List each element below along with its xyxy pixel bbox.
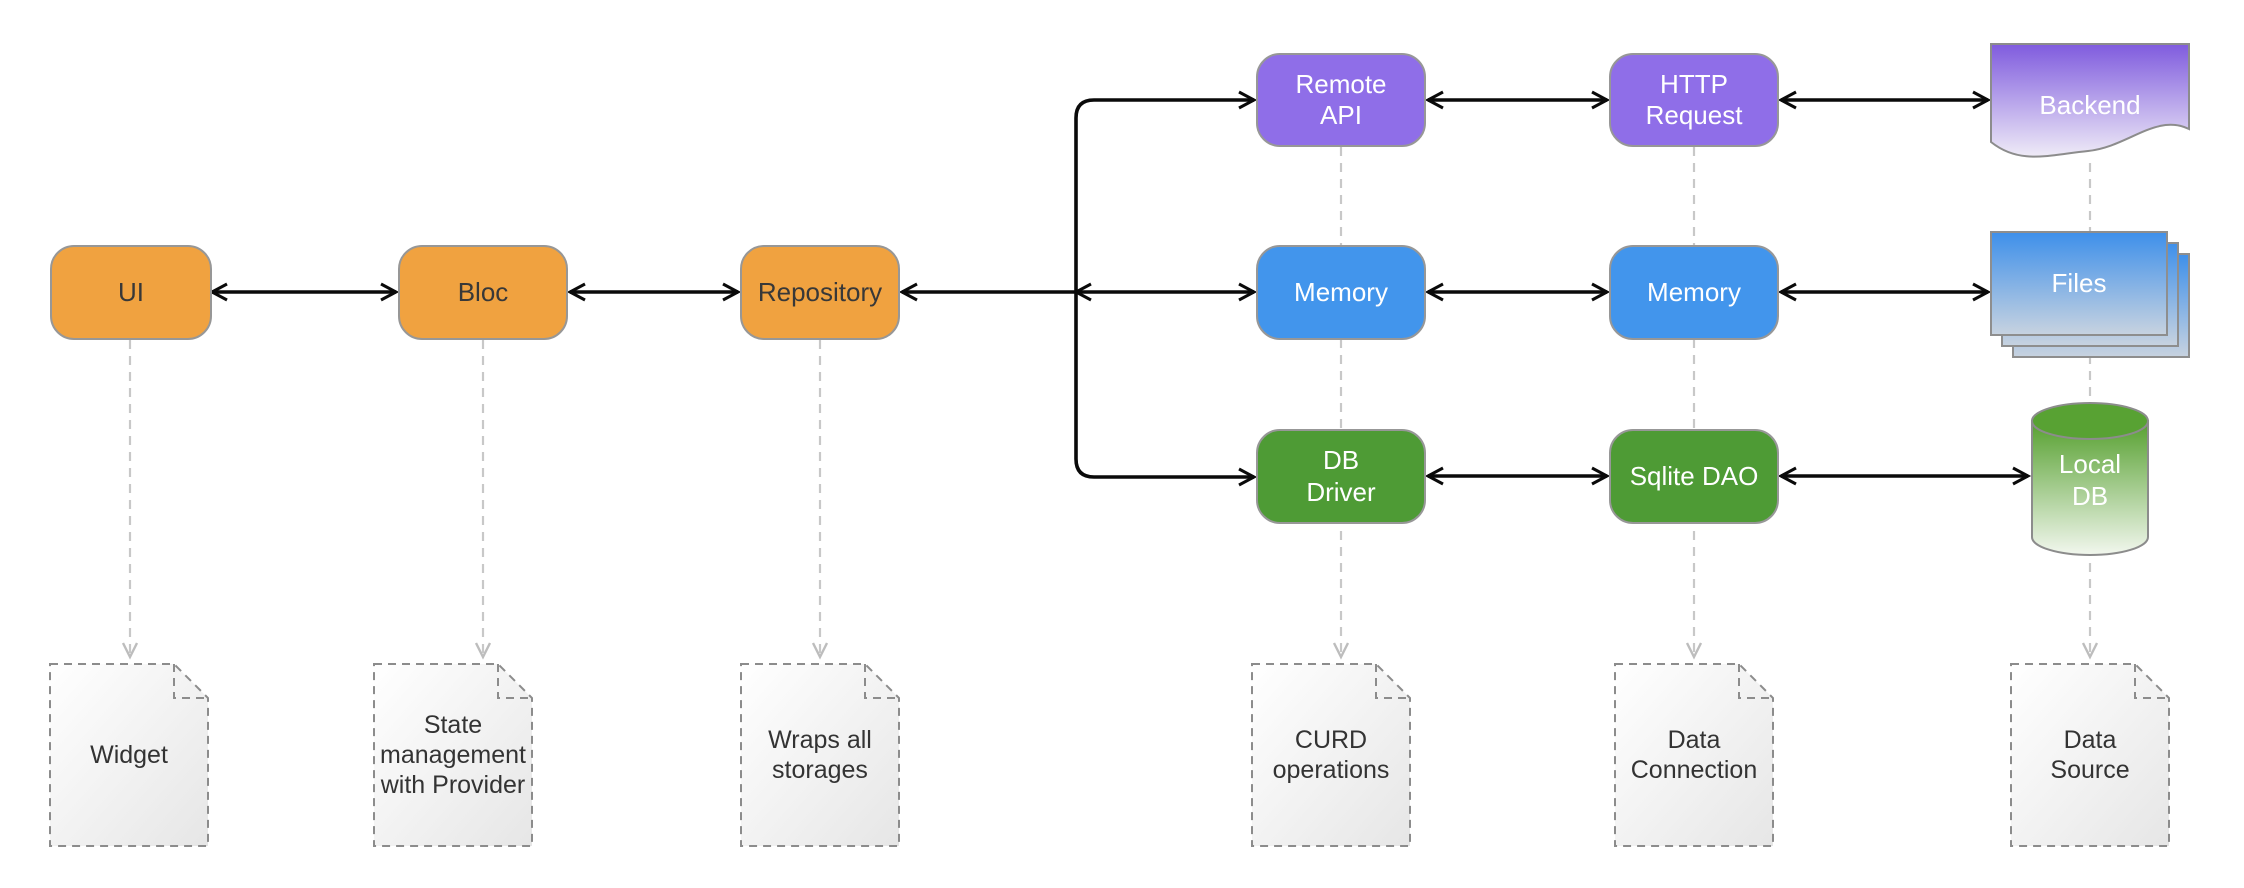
node-memory-left: Memory xyxy=(1256,245,1426,340)
node-bloc: Bloc xyxy=(398,245,568,340)
node-sqlite-dao: Sqlite DAO xyxy=(1609,429,1779,524)
node-remote-api: Remote API xyxy=(1256,53,1426,147)
node-backend: Backend xyxy=(1990,43,2190,168)
database-cylinder-shape xyxy=(2031,402,2149,556)
note-shape xyxy=(1614,663,1774,847)
note-state-management: State management with Provider xyxy=(373,663,533,847)
node-memory-right: Memory xyxy=(1609,245,1779,340)
note-shape xyxy=(49,663,209,847)
note-wraps-storages: Wraps all storages xyxy=(740,663,900,847)
note-wraps-storages-label: Wraps all storages xyxy=(768,726,872,784)
node-bloc-label: Bloc xyxy=(457,276,509,307)
note-shape xyxy=(373,663,533,847)
node-memory-right-label: Memory xyxy=(1647,276,1741,307)
note-data-source-label: Data Source xyxy=(2050,726,2130,784)
node-local-db: Local DB xyxy=(2030,401,2150,557)
node-files: Files xyxy=(1990,231,2190,359)
arrow-branch-remoteapi-dbdriver xyxy=(1074,90,1258,487)
node-repository-label: Repository xyxy=(757,276,883,307)
node-sqlite-dao-label: Sqlite DAO xyxy=(1629,460,1759,491)
node-ui: UI xyxy=(50,245,212,340)
note-data-connection: Data Connection xyxy=(1614,663,1774,847)
node-http-request: HTTP Request xyxy=(1609,53,1779,147)
node-db-driver-label: DB Driver xyxy=(1306,445,1376,507)
node-ui-label: UI xyxy=(118,276,144,307)
note-state-management-label: State management with Provider xyxy=(380,711,526,799)
node-memory-left-label: Memory xyxy=(1294,276,1388,307)
node-db-driver: DB Driver xyxy=(1256,429,1426,524)
node-http-request-label: HTTP Request xyxy=(1645,68,1743,130)
note-widget: Widget xyxy=(49,663,209,847)
node-repository: Repository xyxy=(740,245,900,340)
note-curd-operations: CURD operations xyxy=(1251,663,1411,847)
note-curd-operations-label: CURD operations xyxy=(1272,726,1390,784)
note-data-connection-label: Data Connection xyxy=(1630,726,1758,784)
note-shape xyxy=(1251,663,1411,847)
note-data-source: Data Source xyxy=(2010,663,2170,847)
node-remote-api-label: Remote API xyxy=(1295,68,1387,130)
note-shape xyxy=(740,663,900,847)
note-widget-label: Widget xyxy=(90,741,168,769)
files-front-sheet xyxy=(1990,231,2168,336)
note-shape xyxy=(2010,663,2170,847)
backend-document-shape xyxy=(1990,43,2190,158)
